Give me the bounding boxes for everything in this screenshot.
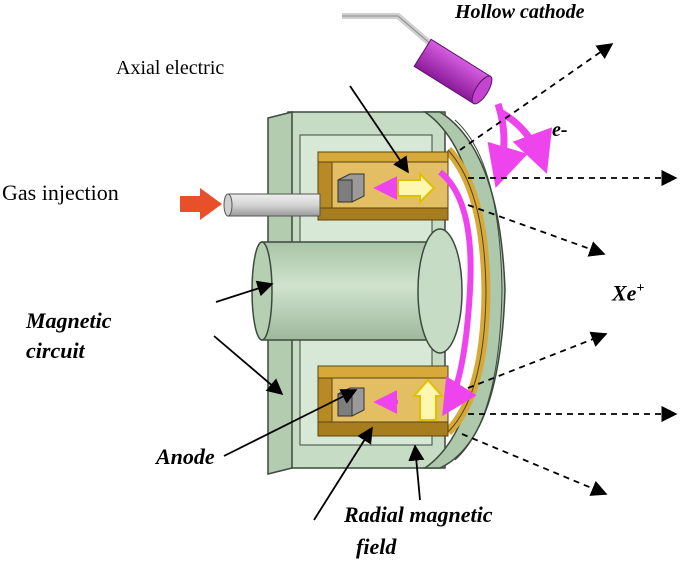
- magnetic-circuit-label-line2: circuit: [26, 338, 85, 363]
- axial-electric-field-arrow: [397, 171, 436, 205]
- electron-flow: [373, 102, 553, 417]
- ion-trajectories: [459, 43, 678, 496]
- gas-flow-arrow: [180, 188, 222, 220]
- xenon-ion-label: Xe+: [612, 282, 644, 304]
- hollow-cathode: [342, 13, 493, 105]
- axial-electric-label: Axial electric: [116, 57, 225, 79]
- hollow-cathode-label: Hollow cathode: [455, 1, 585, 23]
- anode-block-upper: [337, 173, 365, 203]
- gas-injection-pipe: [223, 193, 321, 217]
- gas-injection-label: Gas injection: [2, 180, 119, 205]
- xenon-ion-charge: +: [636, 281, 645, 296]
- central-pole-cylinder: [251, 228, 463, 354]
- radial-magnetic-field-label-line2: field: [356, 534, 397, 559]
- xenon-ion-text: Xe: [612, 280, 637, 306]
- callout-pointers: [213, 85, 425, 521]
- radial-magnetic-field-label-line1: Radial magnetic: [344, 502, 493, 527]
- electron-label: e-: [552, 119, 568, 141]
- anode-label: Anode: [156, 444, 215, 469]
- radial-magnetic-field-arrow: [411, 378, 445, 421]
- magnetic-circuit-label-line1: Magnetic: [26, 308, 112, 333]
